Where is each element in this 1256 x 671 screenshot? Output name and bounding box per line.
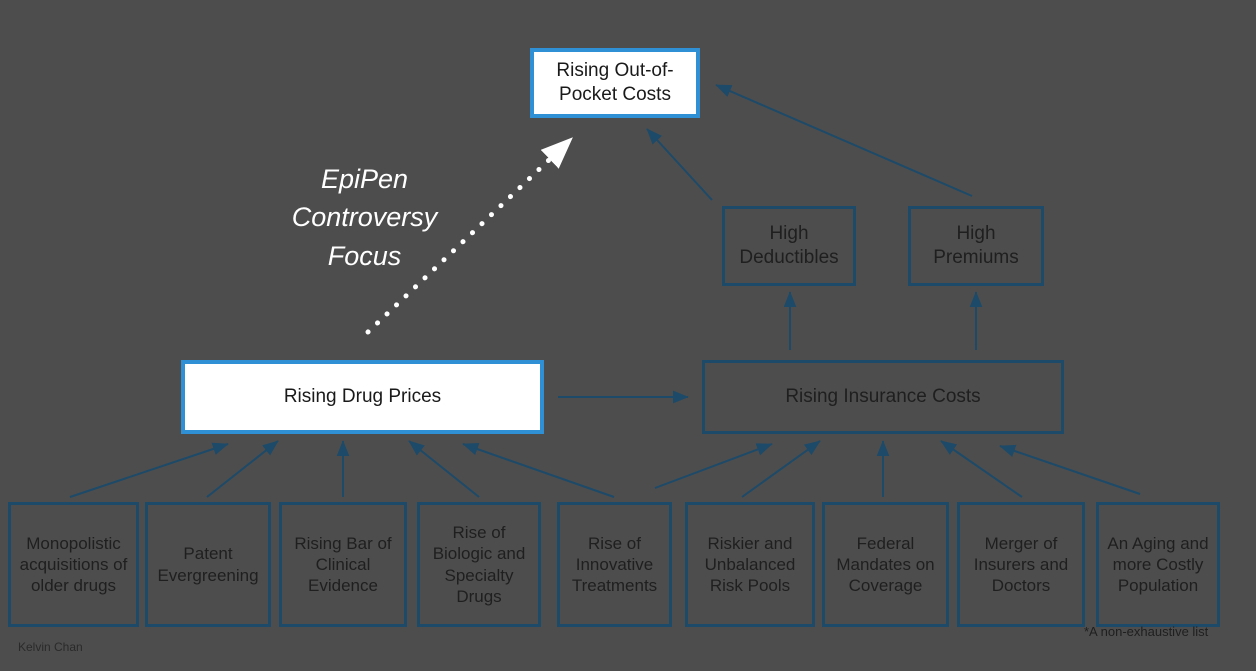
node-rising-insurance-costs[interactable]: Rising Insurance Costs: [702, 360, 1064, 434]
edge-driver8-to-insurance: [999, 444, 1141, 495]
driver-box-0[interactable]: Monopolistic acquisitions of older drugs: [8, 502, 139, 627]
edge-driver5-to-insurance: [741, 440, 821, 498]
driver-label: Patent Evergreening: [157, 544, 259, 585]
driver-box-2[interactable]: Rising Bar of Clinical Evidence: [279, 502, 407, 627]
driver-box-8[interactable]: An Aging and more Costly Population: [1096, 502, 1220, 627]
edge-driver4-to-drugprices: [462, 442, 615, 498]
node-label: Rising Drug Prices: [283, 386, 442, 408]
driver-label: Rising Bar of Clinical Evidence: [294, 533, 392, 596]
author-credit: Kelvin Chan: [18, 640, 83, 654]
driver-label: An Aging and more Costly Population: [1107, 533, 1209, 596]
footnote-text: *A non-exhaustive list: [1084, 624, 1209, 639]
driver-box-5[interactable]: Riskier and Unbalanced Risk Pools: [685, 502, 815, 627]
driver-label: Rise of Biologic and Specialty Drugs: [432, 523, 526, 606]
node-rising-drug-prices[interactable]: Rising Drug Prices: [181, 360, 544, 434]
driver-box-7[interactable]: Merger of Insurers and Doctors: [957, 502, 1085, 627]
node-label: Rising Insurance Costs: [785, 386, 981, 408]
edge-premiums-to-top: [715, 84, 973, 197]
node-label: High Deductibles: [739, 223, 839, 268]
node-high-deductibles[interactable]: High Deductibles: [722, 206, 856, 286]
edge-driver7-to-insurance: [940, 440, 1023, 498]
driver-label: Rise of Innovative Treatments: [571, 533, 658, 596]
edge-driver0-to-drugprices: [69, 442, 229, 498]
edge-driver4b-to-insurance: [654, 443, 773, 489]
node-rising-out-of-pocket-costs[interactable]: Rising Out-of-Pocket Costs: [530, 48, 700, 118]
driver-box-4[interactable]: Rise of Innovative Treatments: [557, 502, 672, 627]
edge-driver3-to-drugprices: [408, 440, 480, 498]
driver-label: Monopolistic acquisitions of older drugs: [19, 533, 128, 596]
driver-box-3[interactable]: Rise of Biologic and Specialty Drugs: [417, 502, 541, 627]
node-label: Rising Out-of-Pocket Costs: [556, 60, 674, 105]
node-label: High Premiums: [933, 223, 1019, 268]
driver-label: Merger of Insurers and Doctors: [973, 533, 1069, 596]
node-high-premiums[interactable]: High Premiums: [908, 206, 1044, 286]
focus-annotation: EpiPen Controversy Focus: [291, 164, 438, 271]
driver-label: Federal Mandates on Coverage: [836, 533, 935, 596]
driver-label: Riskier and Unbalanced Risk Pools: [704, 533, 796, 596]
edge-driver1-to-drugprices: [206, 440, 279, 498]
driver-box-6[interactable]: Federal Mandates on Coverage: [822, 502, 949, 627]
driver-box-1[interactable]: Patent Evergreening: [145, 502, 271, 627]
edge-deductibles-to-top: [646, 128, 713, 201]
